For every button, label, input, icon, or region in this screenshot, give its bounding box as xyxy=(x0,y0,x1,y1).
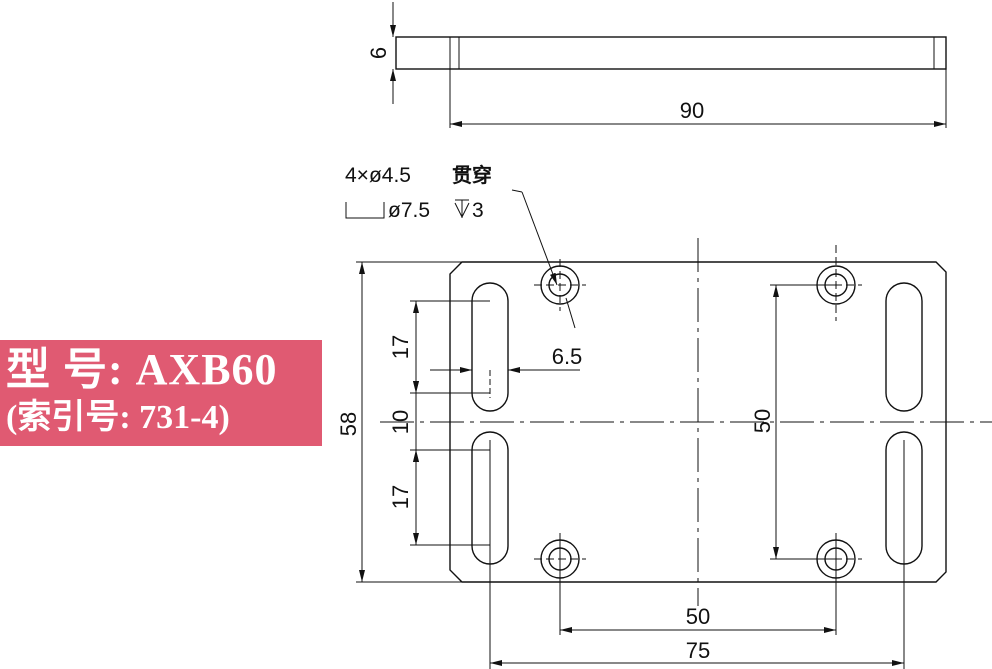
leader-ext xyxy=(511,189,523,193)
hole-top-left xyxy=(534,259,586,311)
dim-slot-pitch-x: 75 xyxy=(686,638,710,663)
index-number: (索引号: 731-4) xyxy=(6,399,230,436)
callout-hole-suffix: 贯穿 xyxy=(452,163,492,187)
hole-top-right xyxy=(810,245,862,321)
model-label: 型 号: AXB60 (索引号: 731-4) xyxy=(0,340,322,446)
depth-icon xyxy=(454,199,470,219)
hole-callout: 4×ø4.5 贯穿 ø7.5 3 xyxy=(345,163,576,329)
hole-bottom-left xyxy=(534,533,586,635)
leader-line xyxy=(521,191,558,286)
dim-length: 90 xyxy=(680,98,704,123)
callout-counterbore: ø7.5 xyxy=(388,199,430,222)
model-number: 型 号: AXB60 xyxy=(6,345,278,394)
dim-hole-pitch-y: 50 xyxy=(750,409,775,433)
callout-depth: 3 xyxy=(472,199,484,222)
slot-upper-right xyxy=(885,282,923,412)
hole-bottom-right xyxy=(810,533,862,635)
plate-outline xyxy=(449,261,947,583)
dim-thickness: 6 xyxy=(366,47,391,59)
callout-hole-prefix: 4×ø4.5 xyxy=(345,164,411,187)
dim-slot-upper: 17 xyxy=(388,335,413,359)
side-view: 6 90 xyxy=(366,2,947,128)
dim-slot-lower: 17 xyxy=(388,485,413,509)
counterbore-symbol xyxy=(345,202,385,219)
slot-upper-left xyxy=(471,282,509,412)
dim-hole-pitch-x: 50 xyxy=(686,604,710,629)
plan-view: 58 17 10 17 6.5 50 50 75 xyxy=(336,238,992,669)
dim-width: 58 xyxy=(336,412,361,436)
dim-slot-gap: 10 xyxy=(388,410,413,434)
dim-slot-width: 6.5 xyxy=(552,344,583,369)
